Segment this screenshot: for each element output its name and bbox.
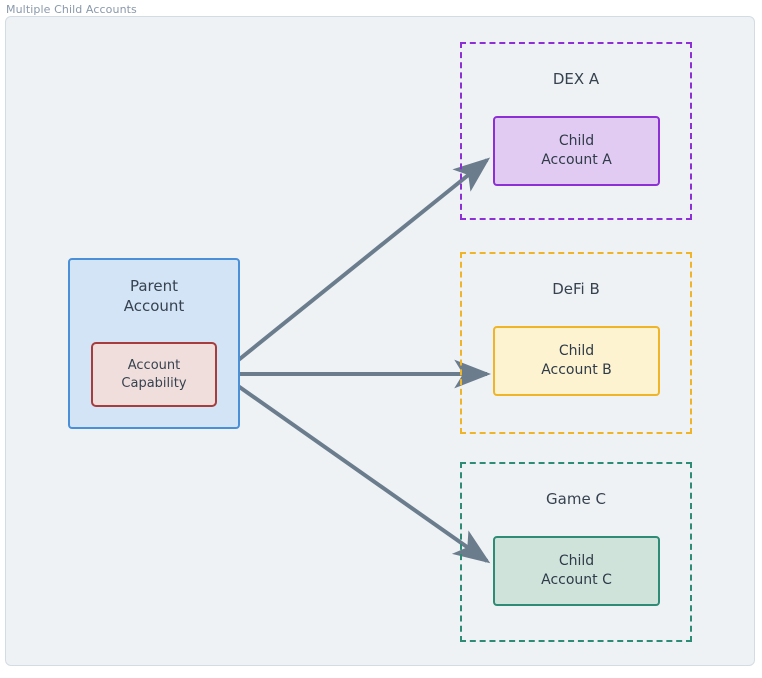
app-group-dex-a: DEX A (460, 42, 692, 220)
app-group-dex-a-label: DEX A (552, 70, 600, 88)
child-account-a-node[interactable]: Child Account A (493, 116, 660, 186)
child-account-b-label-line2: Account B (541, 362, 612, 378)
account-capability-label-line2: Capability (121, 375, 187, 391)
parent-account-label-line1: Parent (129, 277, 179, 295)
app-group-game-c-label: Game C (546, 490, 606, 508)
parent-account-label-line2: Account (123, 296, 185, 315)
child-account-a-label-line2: Account A (541, 152, 612, 168)
app-group-game-c: Game C (460, 462, 692, 642)
account-capability-label-line1: Account (127, 358, 181, 374)
account-capability-node[interactable]: Account Capability (91, 342, 217, 407)
child-account-c-label-line2: Account C (541, 572, 612, 588)
child-account-c-node[interactable]: Child Account C (493, 536, 660, 606)
app-group-defi-b: DeFi B (460, 252, 692, 434)
child-account-c-label-line1: Child (558, 553, 595, 570)
child-account-b-node[interactable]: Child Account B (493, 326, 660, 396)
child-account-a-label-line1: Child (558, 133, 595, 150)
app-group-defi-b-label: DeFi B (552, 280, 600, 298)
diagram-title: Multiple Child Accounts (6, 3, 137, 16)
child-account-b-label-line1: Child (558, 343, 595, 360)
